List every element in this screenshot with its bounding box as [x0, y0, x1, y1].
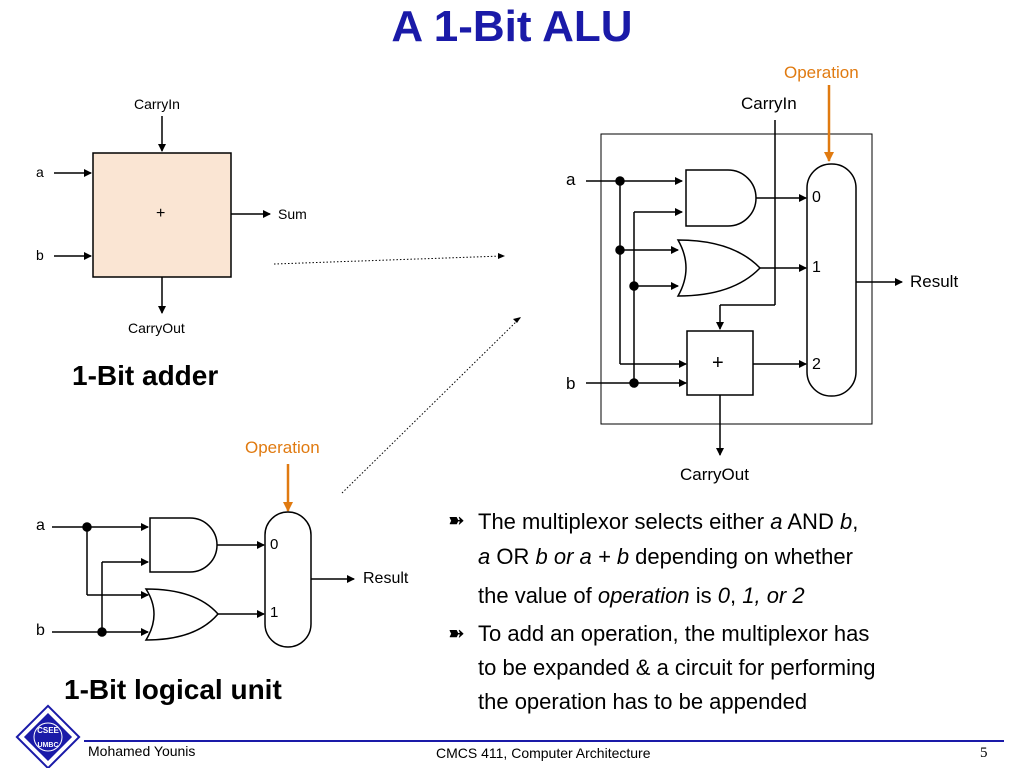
bullet-2-line-2: to be expanded & a circuit for performin…	[478, 655, 876, 680]
logic-junction-b	[97, 627, 107, 637]
adder-carryin-label: CarryIn	[134, 96, 180, 112]
adder-carryout-label: CarryOut	[128, 320, 185, 336]
adder-diagram	[54, 116, 271, 314]
alu-carryin-label: CarryIn	[741, 94, 797, 113]
logic-or-gate	[144, 588, 219, 641]
logic-mux-input-1: 1	[270, 604, 279, 621]
dotted-arrows	[273, 253, 521, 494]
footer-page-number: 5	[980, 745, 988, 761]
bullet-2-line-3: the operation has to be appended	[478, 689, 808, 714]
footer-author: Mohamed Younis	[88, 743, 196, 759]
bullet-item-1: ➽ The multiplexor selects either a AND b…	[448, 504, 1008, 613]
logic-mux	[264, 511, 312, 648]
dotted-arrow-logic	[341, 317, 521, 494]
bullet-1-line-3: the value of operation is 0, 1, or 2	[478, 583, 805, 608]
alu-mux-input-1: 1	[812, 259, 821, 276]
alu-or-gate	[676, 239, 762, 297]
alu-enclosure	[600, 133, 873, 425]
bullet-icon: ➽	[448, 623, 465, 645]
alu-and-gate	[685, 169, 757, 227]
logic-b-label: b	[36, 622, 45, 639]
alu-diagram	[586, 85, 903, 456]
logo-text-top: CSEE	[37, 726, 59, 735]
logic-and-gate	[149, 517, 218, 573]
dotted-arrow-adder	[273, 255, 504, 265]
adder-plus-symbol: +	[156, 205, 166, 222]
alu-adder	[686, 330, 754, 396]
alu-b-label: b	[566, 374, 576, 393]
alu-mux-input-0: 0	[812, 189, 821, 206]
alu-a-label: a	[566, 170, 576, 189]
bullet-1-line-1: The multiplexor selects either a AND b,	[478, 509, 859, 534]
slide-title: A 1-Bit ALU	[391, 2, 633, 51]
csee-logo: CSEE UMBC	[15, 704, 81, 768]
alu-mux	[806, 163, 857, 397]
logical-unit-heading: 1-Bit logical unit	[64, 674, 282, 705]
logic-a-label: a	[36, 517, 45, 534]
alu-operation-label: Operation	[784, 63, 859, 82]
logic-junction-a	[82, 522, 92, 532]
adder-a-label: a	[36, 164, 44, 180]
alu-adder-symbol: +	[712, 352, 724, 374]
bullet-2-line-1: To add an operation, the multiplexor has	[478, 621, 870, 646]
bullet-icon: ➽	[448, 510, 465, 532]
bullet-item-2: ➽ To add an operation, the multiplexor h…	[448, 617, 1008, 719]
logic-mux-input-0: 0	[270, 536, 279, 553]
bullet-1-line-2: a OR b or a + b depending on whether	[478, 544, 853, 569]
alu-result-label: Result	[910, 272, 959, 291]
footer-course: CMCS 411, Computer Architecture	[436, 745, 651, 761]
adder-box	[92, 152, 232, 278]
adder-heading: 1-Bit adder	[72, 360, 219, 391]
alu-carryout-label: CarryOut	[680, 465, 749, 484]
alu-mux-input-2: 2	[812, 356, 821, 373]
adder-b-label: b	[36, 247, 44, 263]
logical-unit-diagram	[52, 464, 355, 648]
logic-result-label: Result	[363, 570, 409, 587]
footer-divider	[84, 740, 1004, 742]
adder-sum-label: Sum	[278, 206, 307, 222]
bullet-list: ➽ The multiplexor selects either a AND b…	[448, 504, 1008, 719]
logic-operation-label: Operation	[245, 438, 320, 457]
logo-text-bottom: UMBC	[38, 742, 59, 749]
